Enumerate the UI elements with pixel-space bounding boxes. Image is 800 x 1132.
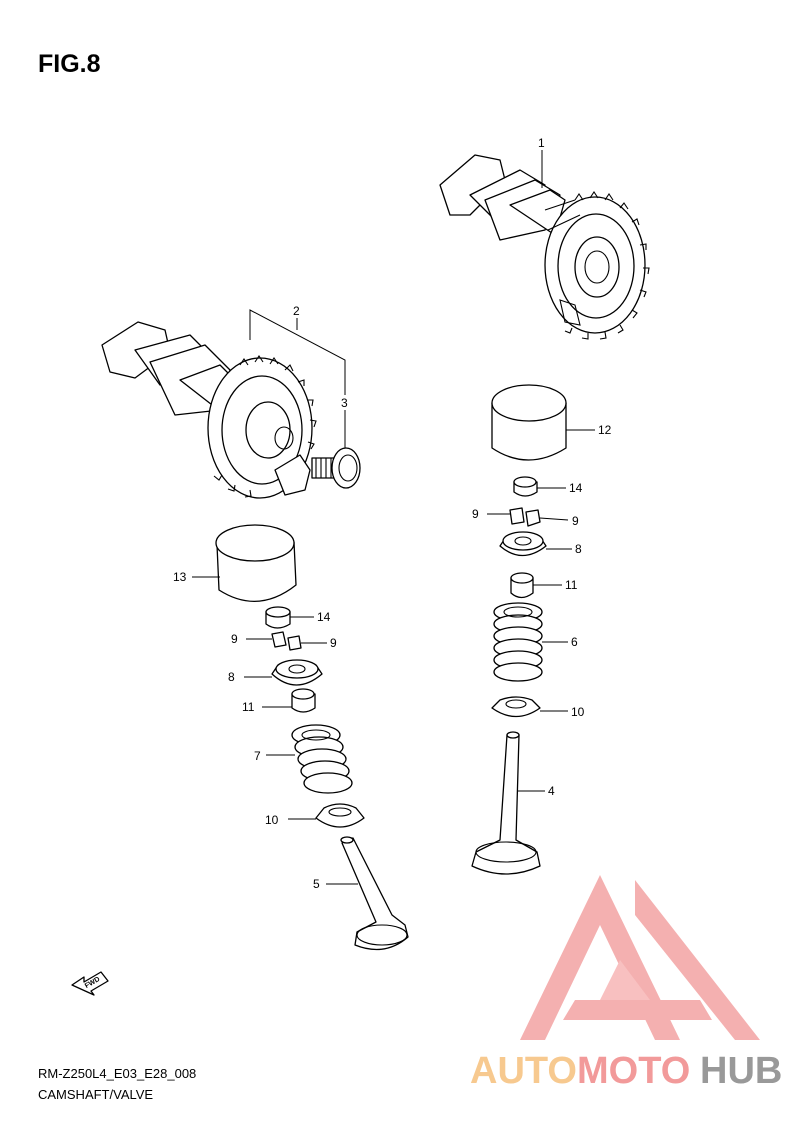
callout-14-left: 14 bbox=[317, 610, 331, 624]
callout-2: 2 bbox=[293, 304, 300, 318]
diagram-caption: CAMSHAFT/VALVE bbox=[38, 1087, 154, 1102]
retainer-8-left bbox=[271, 659, 323, 686]
callout-11-right: 11 bbox=[565, 578, 578, 592]
callout-3: 3 bbox=[341, 396, 348, 410]
callout-6: 6 bbox=[571, 635, 578, 649]
callout-12: 12 bbox=[598, 423, 612, 437]
watermark-auto: AUTO bbox=[470, 1050, 577, 1092]
watermark-moto: MOTO bbox=[577, 1050, 690, 1092]
bolt-3 bbox=[311, 447, 361, 489]
spring-seat-10-left bbox=[315, 803, 365, 828]
callout-10-right: 10 bbox=[571, 705, 585, 719]
spring-seat-10-right bbox=[491, 696, 541, 718]
spring-6 bbox=[493, 602, 543, 682]
stem-seal-11-right bbox=[510, 572, 534, 599]
tappet-13 bbox=[215, 524, 297, 602]
callout-4: 4 bbox=[548, 784, 555, 798]
callout-9-left-a: 9 bbox=[231, 632, 238, 646]
callout-11-left: 11 bbox=[242, 700, 255, 714]
callout-8-left: 8 bbox=[228, 670, 235, 684]
callout-10-left: 10 bbox=[265, 813, 279, 827]
watermark-hub: HUB bbox=[700, 1050, 782, 1092]
cotter-9-right bbox=[509, 507, 541, 527]
valve-5 bbox=[340, 836, 409, 951]
callout-13: 13 bbox=[173, 570, 187, 584]
tappet-12 bbox=[491, 384, 567, 461]
callout-8-right: 8 bbox=[575, 542, 582, 556]
watermark-logo bbox=[520, 875, 760, 1040]
camshaft-1 bbox=[439, 154, 650, 340]
stem-seal-11-left bbox=[291, 688, 316, 713]
callout-9-left-b: 9 bbox=[330, 636, 337, 650]
diagram-code: RM-Z250L4_E03_E28_008 bbox=[38, 1066, 197, 1081]
shim-14-left bbox=[265, 606, 291, 629]
leader-2 bbox=[249, 309, 346, 395]
valve-4 bbox=[471, 731, 541, 875]
fwd-arrow-icon: FWD bbox=[71, 971, 109, 996]
callout-9-right-b: 9 bbox=[572, 514, 579, 528]
spring-7 bbox=[291, 724, 353, 794]
callout-14-right: 14 bbox=[569, 481, 583, 495]
callout-9-right-a: 9 bbox=[472, 507, 479, 521]
callout-7: 7 bbox=[254, 749, 261, 763]
cotter-9-left bbox=[271, 631, 302, 651]
camshaft-2 bbox=[101, 321, 317, 499]
callout-5: 5 bbox=[313, 877, 320, 891]
figure-title: FIG.8 bbox=[38, 50, 101, 78]
retainer-8-right bbox=[499, 531, 547, 557]
callout-1: 1 bbox=[538, 136, 545, 150]
shim-14-right bbox=[513, 476, 538, 497]
